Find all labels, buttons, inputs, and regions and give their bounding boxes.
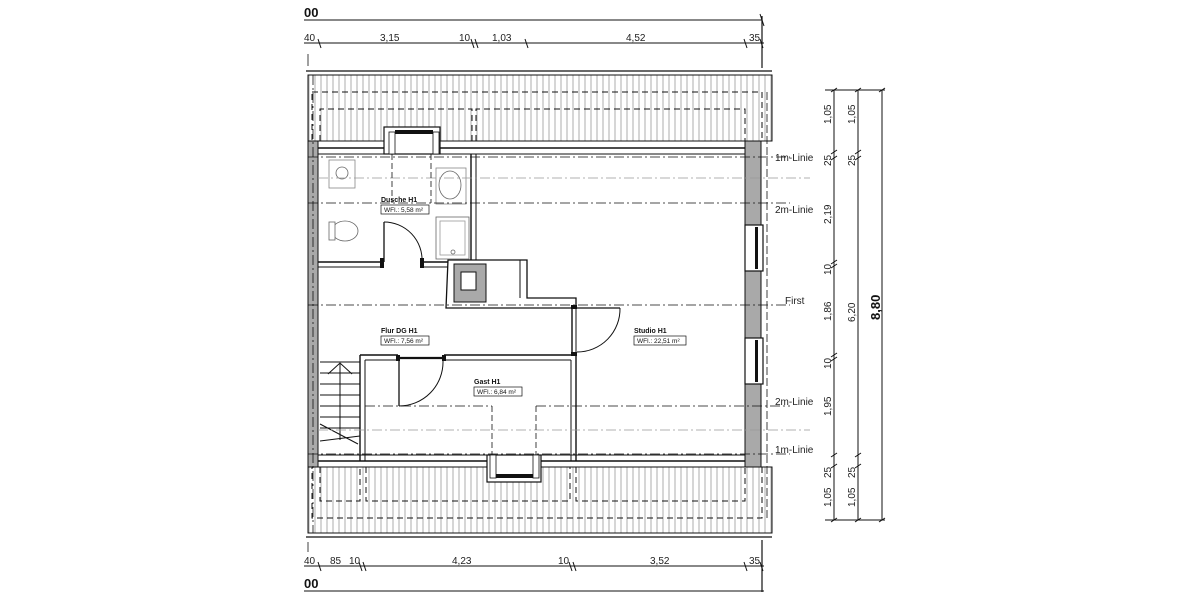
bottom-dim-4: 10 <box>558 556 570 567</box>
label-first: First <box>785 296 805 307</box>
toilet-tank-icon <box>328 221 336 241</box>
interior-walls <box>318 154 577 461</box>
svg-text:25: 25 <box>823 154 834 166</box>
toilet-icon <box>331 220 359 242</box>
top-dim-0: 40 <box>304 33 316 44</box>
right-dimension-labels: 1,05 25 2,19 10 1,86 10 1,95 25 1,05 1,0… <box>823 104 883 507</box>
room-gast[interactable]: Gast H1 WFl.: 6,84 m² <box>473 379 523 397</box>
bottom-dimension-chain: 40 85 10 4,23 10 3,52 35 00 <box>304 540 764 592</box>
room-name: Gast H1 <box>474 379 501 386</box>
bottom-dim-3: 4,23 <box>452 556 472 567</box>
roof-overhang-top <box>306 70 773 142</box>
top-dim-2: 10 <box>459 33 471 44</box>
overall-width-label-top: 00 <box>304 5 318 20</box>
dormer-top <box>383 126 441 155</box>
bottom-dim-1: 85 <box>330 556 342 567</box>
svg-text:25: 25 <box>823 466 834 478</box>
door-studio <box>576 307 621 353</box>
label-1m-top: 1m-Linie <box>775 153 814 164</box>
room-area: WFl.: 5,58 m² <box>384 207 424 214</box>
svg-text:1,95: 1,95 <box>823 396 834 416</box>
room-name: Studio H1 <box>634 328 667 335</box>
total-depth-label: 8,80 <box>868 295 883 320</box>
drum-icon <box>335 166 349 180</box>
top-dim-1: 3,15 <box>380 33 400 44</box>
gable-window-lower <box>744 337 764 385</box>
svg-text:10: 10 <box>823 263 834 275</box>
room-dusche[interactable]: Dusche H1 WFl.: 5,58 m² <box>380 197 430 215</box>
height-lines <box>308 75 810 533</box>
overall-width-label-bottom: 00 <box>304 576 318 591</box>
room-area: WFl.: 6,84 m² <box>477 389 517 396</box>
bottom-dim-0: 40 <box>304 556 316 567</box>
height-line-labels: 1m-Linie 2m-Linie First 2m-Linie 1m-Lini… <box>775 153 814 456</box>
label-2m-bottom: 2m-Linie <box>775 397 814 408</box>
drain-icon <box>450 249 456 255</box>
door-gast <box>398 360 444 407</box>
label-2m-top: 2m-Linie <box>775 205 814 216</box>
top-dim-3: 1,03 <box>492 33 512 44</box>
dormer-bottom <box>486 454 542 483</box>
bottom-dim-2: 10 <box>349 556 361 567</box>
room-area: WFl.: 7,56 m² <box>384 338 424 345</box>
svg-text:10: 10 <box>823 357 834 369</box>
room-flur[interactable]: Flur DG H1 WFl.: 7,56 m² <box>380 328 430 346</box>
svg-text:25: 25 <box>847 466 858 478</box>
bathroom-fixtures <box>328 159 470 260</box>
bottom-dim-6: 35 <box>749 556 761 567</box>
room-name: Dusche H1 <box>381 197 417 204</box>
label-1m-bottom: 1m-Linie <box>775 445 814 456</box>
top-dim-5: 35 <box>749 33 761 44</box>
svg-text:1,05: 1,05 <box>847 104 858 124</box>
svg-text:1,86: 1,86 <box>823 301 834 321</box>
svg-text:1,05: 1,05 <box>823 104 834 124</box>
svg-text:6,20: 6,20 <box>847 302 858 322</box>
room-area: WFl.: 22,51 m² <box>637 338 680 345</box>
sink-icon <box>438 170 462 200</box>
svg-text:25: 25 <box>847 154 858 166</box>
top-dim-4: 4,52 <box>626 33 646 44</box>
gable-window-upper <box>744 224 764 272</box>
bottom-dim-5: 3,52 <box>650 556 670 567</box>
right-dimension-chains <box>825 87 886 523</box>
room-studio[interactable]: Studio H1 WFl.: 22,51 m² <box>633 328 687 346</box>
svg-text:1,05: 1,05 <box>823 487 834 507</box>
top-dimension-chain: 00 40 3,15 10 1,03 4,52 35 <box>304 5 765 68</box>
svg-text:1,05: 1,05 <box>847 487 858 507</box>
staircase <box>319 361 361 456</box>
svg-text:2,19: 2,19 <box>823 204 834 224</box>
door-dusche <box>383 221 423 263</box>
room-name: Flur DG H1 <box>381 328 418 335</box>
